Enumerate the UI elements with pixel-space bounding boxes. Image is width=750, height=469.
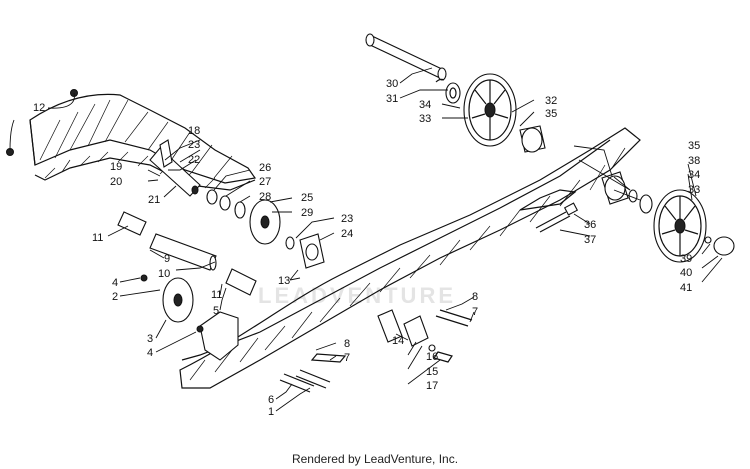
callout-16: 16 [426, 351, 438, 363]
callout-9: 9 [164, 253, 170, 265]
leader-lines [107, 67, 723, 412]
callout-11b: 11 [211, 289, 222, 301]
callout-21: 21 [148, 194, 160, 206]
callout-8b: 8 [344, 338, 350, 350]
idler-wheel-32 [463, 73, 517, 147]
main-rail [179, 127, 641, 389]
top-axle-30 [365, 33, 447, 83]
hub-35-top [519, 125, 546, 153]
bolts-8-7 [310, 309, 473, 363]
callout-40: 40 [680, 267, 692, 279]
callout-13: 13 [278, 275, 290, 287]
callout-24: 24 [341, 228, 353, 240]
callout-35b: 35 [688, 140, 700, 152]
callout-4b: 4 [147, 347, 153, 359]
callout-14: 14 [392, 335, 404, 347]
bracket-5 [196, 311, 239, 361]
callout-numbers: 12 18 23 22 19 20 21 26 27 28 25 29 23 2… [33, 78, 700, 418]
bearing-34-top [445, 82, 461, 104]
callout-35: 35 [545, 108, 557, 120]
bolts-6-1 [279, 369, 331, 393]
hub-35-right [601, 171, 653, 214]
footer-credit: Rendered by LeadVenture, Inc. [291, 452, 459, 466]
callout-33: 33 [419, 113, 431, 125]
callout-12: 12 [33, 102, 45, 114]
idler-wheel-39 [653, 189, 735, 263]
callout-37: 37 [584, 234, 596, 246]
wheel-3 [140, 274, 194, 323]
callout-22: 22 [188, 154, 200, 166]
callout-34b: 34 [688, 169, 700, 181]
callout-10: 10 [158, 268, 170, 280]
callout-34: 34 [419, 99, 431, 111]
callout-3: 3 [147, 333, 153, 345]
callout-7b: 7 [344, 352, 350, 364]
axle-tubes [117, 211, 257, 296]
rear-rail [29, 93, 257, 191]
callout-29: 29 [301, 207, 313, 219]
callout-11: 11 [92, 232, 103, 244]
callout-4: 4 [112, 277, 118, 289]
callout-36: 36 [584, 219, 596, 231]
callout-1: 1 [268, 406, 274, 418]
callout-17: 17 [426, 380, 438, 392]
callout-8: 8 [472, 291, 478, 303]
callout-23b: 23 [341, 213, 353, 225]
callout-41: 41 [680, 282, 692, 294]
callout-30: 30 [386, 78, 398, 90]
callout-18: 18 [188, 125, 200, 137]
callout-26: 26 [259, 162, 271, 174]
callout-39: 39 [680, 253, 692, 265]
callout-6: 6 [268, 394, 274, 406]
bolt-36 [535, 202, 579, 233]
callout-15: 15 [426, 366, 438, 378]
callout-20: 20 [110, 176, 122, 188]
callout-28: 28 [259, 191, 271, 203]
callout-32: 32 [545, 95, 557, 107]
callout-27: 27 [259, 176, 271, 188]
callout-23: 23 [188, 139, 200, 151]
callout-2: 2 [112, 291, 118, 303]
callout-5: 5 [213, 305, 219, 317]
wheel-25 [249, 199, 281, 245]
callout-38: 38 [688, 155, 700, 167]
callout-33b: 33 [688, 184, 700, 196]
callout-25: 25 [301, 192, 313, 204]
callout-31: 31 [386, 93, 398, 105]
bushings-12 [6, 89, 78, 156]
spacer-23-24 [285, 233, 325, 269]
upper-arm-18 [149, 139, 201, 197]
washers-26-28 [206, 189, 246, 219]
callout-19: 19 [110, 161, 122, 173]
callout-7: 7 [472, 306, 478, 318]
